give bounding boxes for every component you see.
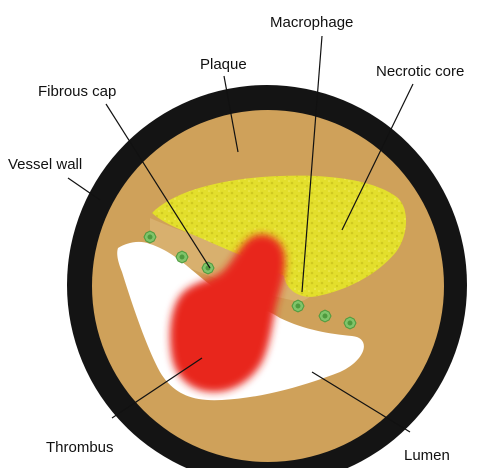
thrombus-label: Thrombus [46,440,114,455]
macrophage-cell-icon [292,300,304,312]
fibrous-cap-label: Fibrous cap [38,84,116,99]
macrophage-cell-icon [344,317,356,329]
macrophage-cell-icon [176,251,188,263]
necrotic-core-label: Necrotic core [376,64,464,79]
macrophage-cell-icon [319,310,331,322]
vessel-wall-label: Vessel wall [8,157,82,172]
plaque-label: Plaque [200,57,247,72]
macrophage-cell-icon [144,231,156,243]
macrophage-label: Macrophage [270,15,353,30]
lumen-label: Lumen [404,448,450,463]
